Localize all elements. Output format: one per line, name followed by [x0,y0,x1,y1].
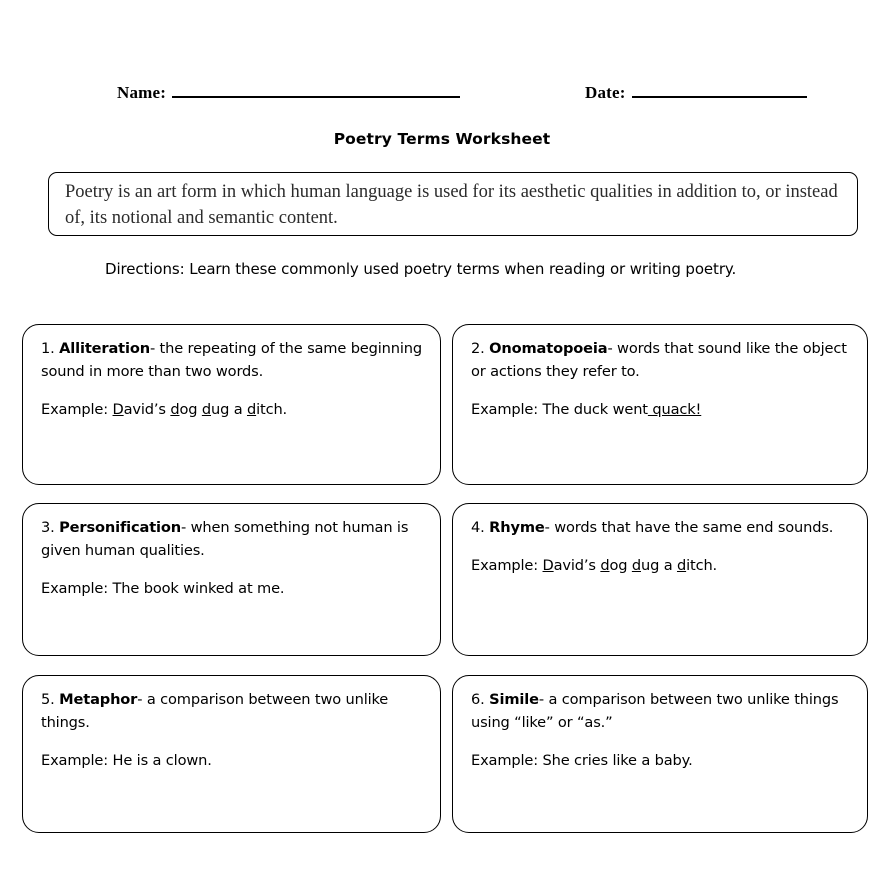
term-example-line: Example: David’s dog dug a ditch. [471,539,851,577]
example-underlined-text: d [170,401,180,418]
example-label: Example: [41,752,109,769]
term-definition: - words that have the same end sounds. [544,519,834,536]
example-text: The duck went [538,401,649,418]
example-text: itch. [686,557,718,574]
term-box[interactable]: 6. Simile- a comparison between two unli… [452,675,868,833]
example-underlined-text: quack! [647,401,702,418]
example-label: Example: [41,401,109,418]
example-text: avid’s [123,401,171,418]
term-definition-line: 4. Rhyme- words that have the same end s… [471,516,851,539]
term-name: Personification [59,519,182,536]
term-box[interactable]: 3. Personification- when something not h… [22,503,441,656]
example-text: She cries like a baby. [538,752,693,769]
example-text: og [609,557,632,574]
term-definition: - a comparison between two unlike things… [41,691,389,731]
page-title: Poetry Terms Worksheet [333,130,551,148]
name-write-line[interactable] [172,82,461,98]
example-label: Example: [41,580,109,597]
term-box[interactable]: 2. Onomatopoeia- words that sound like t… [452,324,868,485]
example-underlined-text: D [542,557,554,574]
definition-box: Poetry is an art form in which human lan… [48,172,858,236]
term-definition-line: 3. Personification- when something not h… [41,516,424,562]
term-number: 4. [471,519,490,536]
example-underlined-text: d [676,557,687,574]
term-name: Simile [489,691,539,708]
term-number: 3. [41,519,60,536]
term-number: 6. [471,691,490,708]
term-definition: - words that sound like the object or ac… [471,340,847,380]
example-text: The book winked at me. [108,580,285,597]
term-name: Rhyme [489,519,545,536]
example-underlined-text: d [600,557,610,574]
header-fields: Name: Date: [0,82,884,112]
name-field[interactable]: Name: [117,82,461,103]
example-underlined-text: D [112,401,124,418]
term-definition: - when something not human is given huma… [41,519,409,559]
directions-text: Directions: Learn these commonly used po… [105,260,737,278]
term-example-line: Example: The book winked at me. [41,562,424,600]
example-label: Example: [471,401,539,418]
example-text: ug a [211,401,247,418]
name-label: Name: [117,83,167,102]
example-text: og [179,401,202,418]
date-write-line[interactable] [631,82,807,98]
term-number: 1. [41,340,60,357]
term-example-line: Example: He is a clown. [41,734,424,772]
term-definition-line: 6. Simile- a comparison between two unli… [471,688,851,734]
term-example-line: Example: David’s dog dug a ditch. [41,383,424,421]
term-box[interactable]: 4. Rhyme- words that have the same end s… [452,503,868,656]
date-label: Date: [585,83,626,102]
term-number: 2. [471,340,490,357]
term-number: 5. [41,691,60,708]
example-text: avid’s [553,557,601,574]
term-name: Metaphor [59,691,138,708]
example-label: Example: [471,557,539,574]
term-box[interactable]: 5. Metaphor- a comparison between two un… [22,675,441,833]
term-name: Alliteration [59,340,150,357]
example-text: He is a clown. [108,752,212,769]
term-box[interactable]: 1. Alliteration- the repeating of the sa… [22,324,441,485]
example-label: Example: [471,752,539,769]
term-example-line: Example: The duck went quack! [471,383,851,421]
example-text: ug a [641,557,677,574]
example-text: itch. [256,401,288,418]
term-definition-line: 2. Onomatopoeia- words that sound like t… [471,337,851,383]
example-underlined-text: d [201,401,211,418]
term-definition-line: 5. Metaphor- a comparison between two un… [41,688,424,734]
example-underlined-text: d [631,557,641,574]
term-definition-line: 1. Alliteration- the repeating of the sa… [41,337,424,383]
example-underlined-text: d [246,401,257,418]
date-field[interactable]: Date: [585,82,807,103]
term-example-line: Example: She cries like a baby. [471,734,851,772]
term-definition: - a comparison between two unlike things… [471,691,839,731]
term-name: Onomatopoeia [489,340,608,357]
term-definition: - the repeating of the same beginning so… [41,340,422,380]
